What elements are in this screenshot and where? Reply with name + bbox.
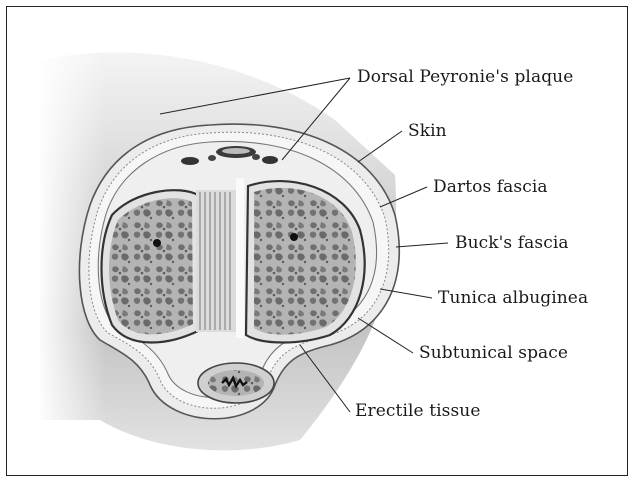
corpus-spongiosum — [198, 363, 274, 403]
label-skin: Skin — [408, 121, 447, 141]
septum — [196, 178, 244, 338]
left-corpus-cavernosum — [102, 190, 201, 342]
label-erectile-tissue: Erectile tissue — [355, 401, 481, 421]
label-dartos-fascia: Dartos fascia — [433, 177, 548, 197]
label-bucks-fascia: Buck's fascia — [455, 233, 569, 253]
label-dorsal-plaque: Dorsal Peyronie's plaque — [357, 67, 573, 87]
label-subtunical-space: Subtunical space — [419, 343, 568, 363]
label-tunica-albuginea: Tunica albuginea — [438, 288, 588, 308]
